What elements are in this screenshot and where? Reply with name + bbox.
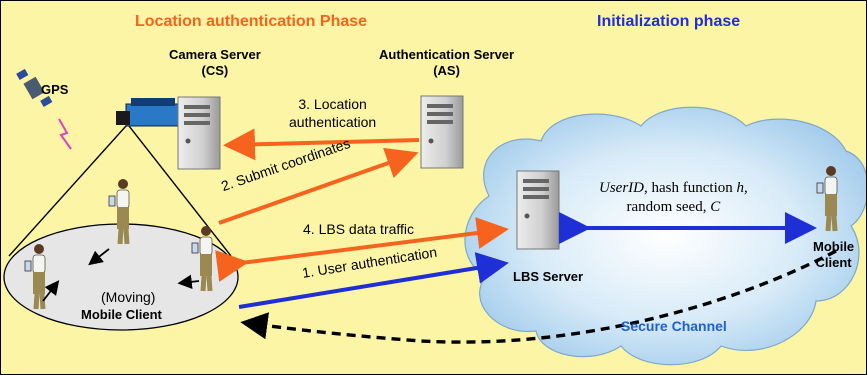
camera-server-name: Camera Server (169, 47, 261, 62)
auth-server-abbr: (AS) (433, 63, 460, 78)
h-text: h, (736, 180, 748, 196)
camera-icon (116, 98, 179, 127)
c-text: C (710, 199, 721, 215)
channel-params-line1: UserID, hash function h, (599, 179, 748, 198)
hash-text: , hash function (644, 180, 737, 196)
secure-channel-label: Secure Channel (621, 318, 727, 334)
camera-view-cone (8, 125, 232, 257)
user-auth-arrow (238, 252, 509, 309)
gps-satellite-icon (16, 68, 72, 150)
camera-server-icon (177, 96, 221, 170)
camera-server-label: Camera Server (CS) (169, 47, 261, 79)
location-auth-label-line1: 3. Location (298, 96, 367, 112)
auth-server-name: Authentication Server (379, 47, 515, 62)
auth-server-label: Authentication Server (AS) (379, 47, 514, 79)
moving-status-label: (Moving) (101, 289, 156, 305)
initialization-phase-title: Initialization phase (597, 13, 741, 30)
channel-params-line2: random seed, C (599, 198, 748, 217)
location-phase-title: Location authentication Phase (135, 13, 368, 30)
location-auth-label-line2: authentication (289, 114, 377, 130)
userid-text: UserID (599, 180, 644, 196)
submit-coordinates-arrow (218, 147, 419, 225)
auth-server-icon (420, 95, 464, 169)
camera-server-abbr: (CS) (201, 63, 229, 78)
location-auth-arrow (223, 128, 420, 161)
moving-client-label: Mobile Client (81, 307, 162, 322)
channel-params-label: UserID, hash function h, random seed, C (599, 179, 748, 217)
lbs-server-label: LBS Server (513, 269, 584, 284)
right-client-line2: Client (815, 255, 852, 270)
lbs-server-icon (516, 170, 560, 250)
right-mobile-client-label: Mobile Client (813, 239, 854, 271)
location-auth-label: 3. Location authentication (289, 95, 376, 131)
lbs-traffic-arrow (215, 217, 509, 282)
dashed-return-path (240, 249, 837, 344)
gps-label: GPS (41, 82, 69, 97)
lbs-traffic-label: 4. LBS data traffic (303, 221, 415, 237)
right-client-line1: Mobile (813, 239, 855, 254)
movement-arrows (42, 248, 200, 302)
seed-text: random seed, (626, 199, 711, 215)
